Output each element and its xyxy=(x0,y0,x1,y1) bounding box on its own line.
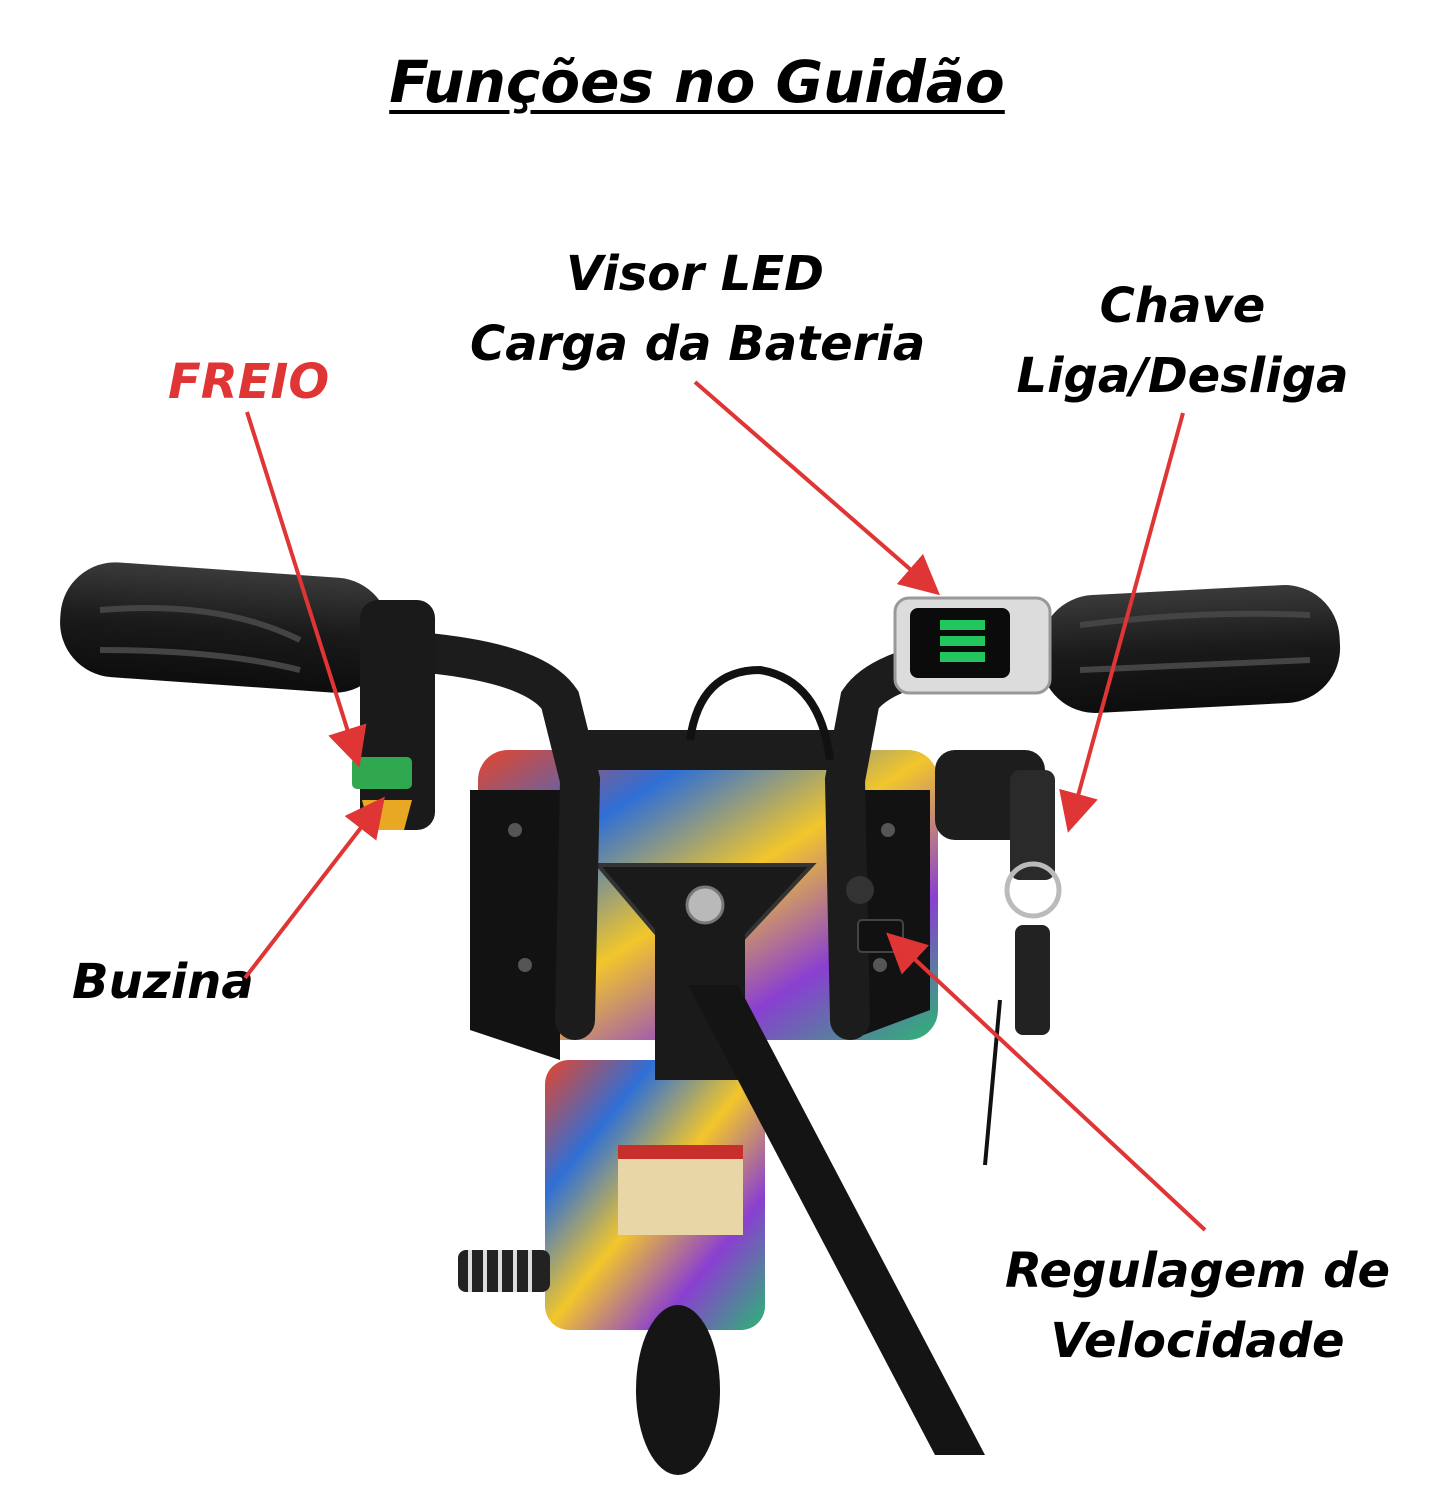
steering-column xyxy=(593,863,985,1455)
left-grip xyxy=(60,562,390,693)
label-visor-led: Visor LED Carga da Bateria xyxy=(470,240,926,379)
label-regulagem-line2: Velocidade xyxy=(1050,1312,1345,1369)
green-button xyxy=(352,757,412,789)
footrest xyxy=(458,1250,550,1292)
ignition-key xyxy=(935,750,1062,1166)
label-chave-line1: Chave xyxy=(1099,278,1266,334)
led-display xyxy=(893,596,1052,695)
label-chave: Chave Liga/Desliga xyxy=(1010,272,1355,411)
left-control-housing xyxy=(352,600,435,830)
handlebar-crossbar xyxy=(580,730,845,770)
annotation-arrows xyxy=(243,380,1207,1232)
cable xyxy=(686,665,834,761)
label-regulagem-line1: Regulagem de xyxy=(1004,1243,1391,1299)
arrow-freio xyxy=(245,411,367,768)
label-buzina: Buzina xyxy=(72,954,254,1010)
page-title: Funções no Guidão xyxy=(389,48,1005,116)
label-chave-line2: Liga/Desliga xyxy=(1016,347,1349,404)
label-freio: FREIO xyxy=(168,354,330,410)
label-visor-line1: Visor LED xyxy=(566,246,824,302)
arrow-regulagem xyxy=(886,932,1207,1232)
front-wheel xyxy=(636,1305,720,1475)
arrow-buzina xyxy=(243,796,385,980)
label-regulagem: Regulagem de Velocidade xyxy=(1000,1237,1395,1376)
right-grip xyxy=(1039,585,1341,713)
arrow-chave xyxy=(1059,412,1185,833)
warning-sticker xyxy=(618,1145,743,1235)
label-visor-line2: Carga da Bateria xyxy=(470,315,926,372)
arrow-visor-led xyxy=(693,380,941,596)
